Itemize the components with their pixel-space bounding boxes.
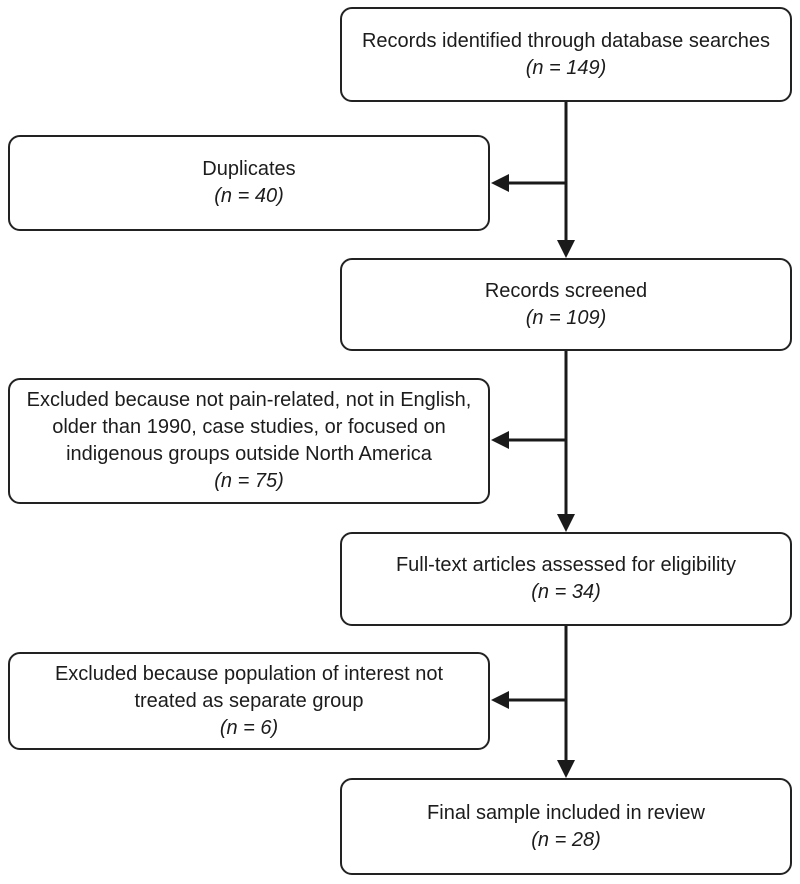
node-final-sample-count: (n = 28): [531, 828, 601, 851]
node-excluded-screening-label: Excluded because not pain-related, not i…: [26, 389, 472, 465]
arrow-to-excluded-fulltext: [491, 691, 566, 709]
node-records-identified-count: (n = 149): [525, 56, 607, 79]
node-records-identified: Records identified through database sear…: [340, 7, 792, 102]
node-excluded-screening: Excluded because not pain-related, not i…: [8, 378, 490, 504]
node-excluded-fulltext: Excluded because population of interest …: [8, 652, 490, 750]
node-duplicates-count: (n = 40): [214, 185, 284, 207]
node-duplicates: Duplicates (n = 40): [8, 135, 490, 231]
node-duplicates-label: Duplicates: [202, 158, 296, 180]
node-records-screened-count: (n = 109): [525, 306, 607, 329]
node-excluded-screening-count: (n = 75): [214, 470, 284, 492]
node-final-sample: Final sample included in review (n = 28): [340, 778, 792, 875]
arrow-fulltext-to-final: [557, 626, 575, 778]
node-fulltext-assessed-count: (n = 34): [531, 581, 601, 603]
node-excluded-fulltext-label: Excluded because population of interest …: [54, 662, 444, 712]
node-records-screened-label: Records screened: [484, 279, 648, 302]
node-excluded-fulltext-count: (n = 6): [219, 716, 279, 739]
node-fulltext-assessed: Full-text articles assessed for eligibil…: [340, 532, 792, 626]
arrow-to-excluded-screening: [491, 431, 566, 449]
arrow-to-duplicates: [491, 174, 566, 192]
node-records-identified-label: Records identified through database sear…: [361, 29, 771, 52]
node-records-screened: Records screened (n = 109): [340, 258, 792, 351]
arrow-identified-to-screened: [557, 102, 575, 258]
arrow-screened-to-fulltext: [557, 351, 575, 532]
node-fulltext-assessed-label: Full-text articles assessed for eligibil…: [395, 554, 737, 576]
node-final-sample-label: Final sample included in review: [427, 801, 705, 824]
